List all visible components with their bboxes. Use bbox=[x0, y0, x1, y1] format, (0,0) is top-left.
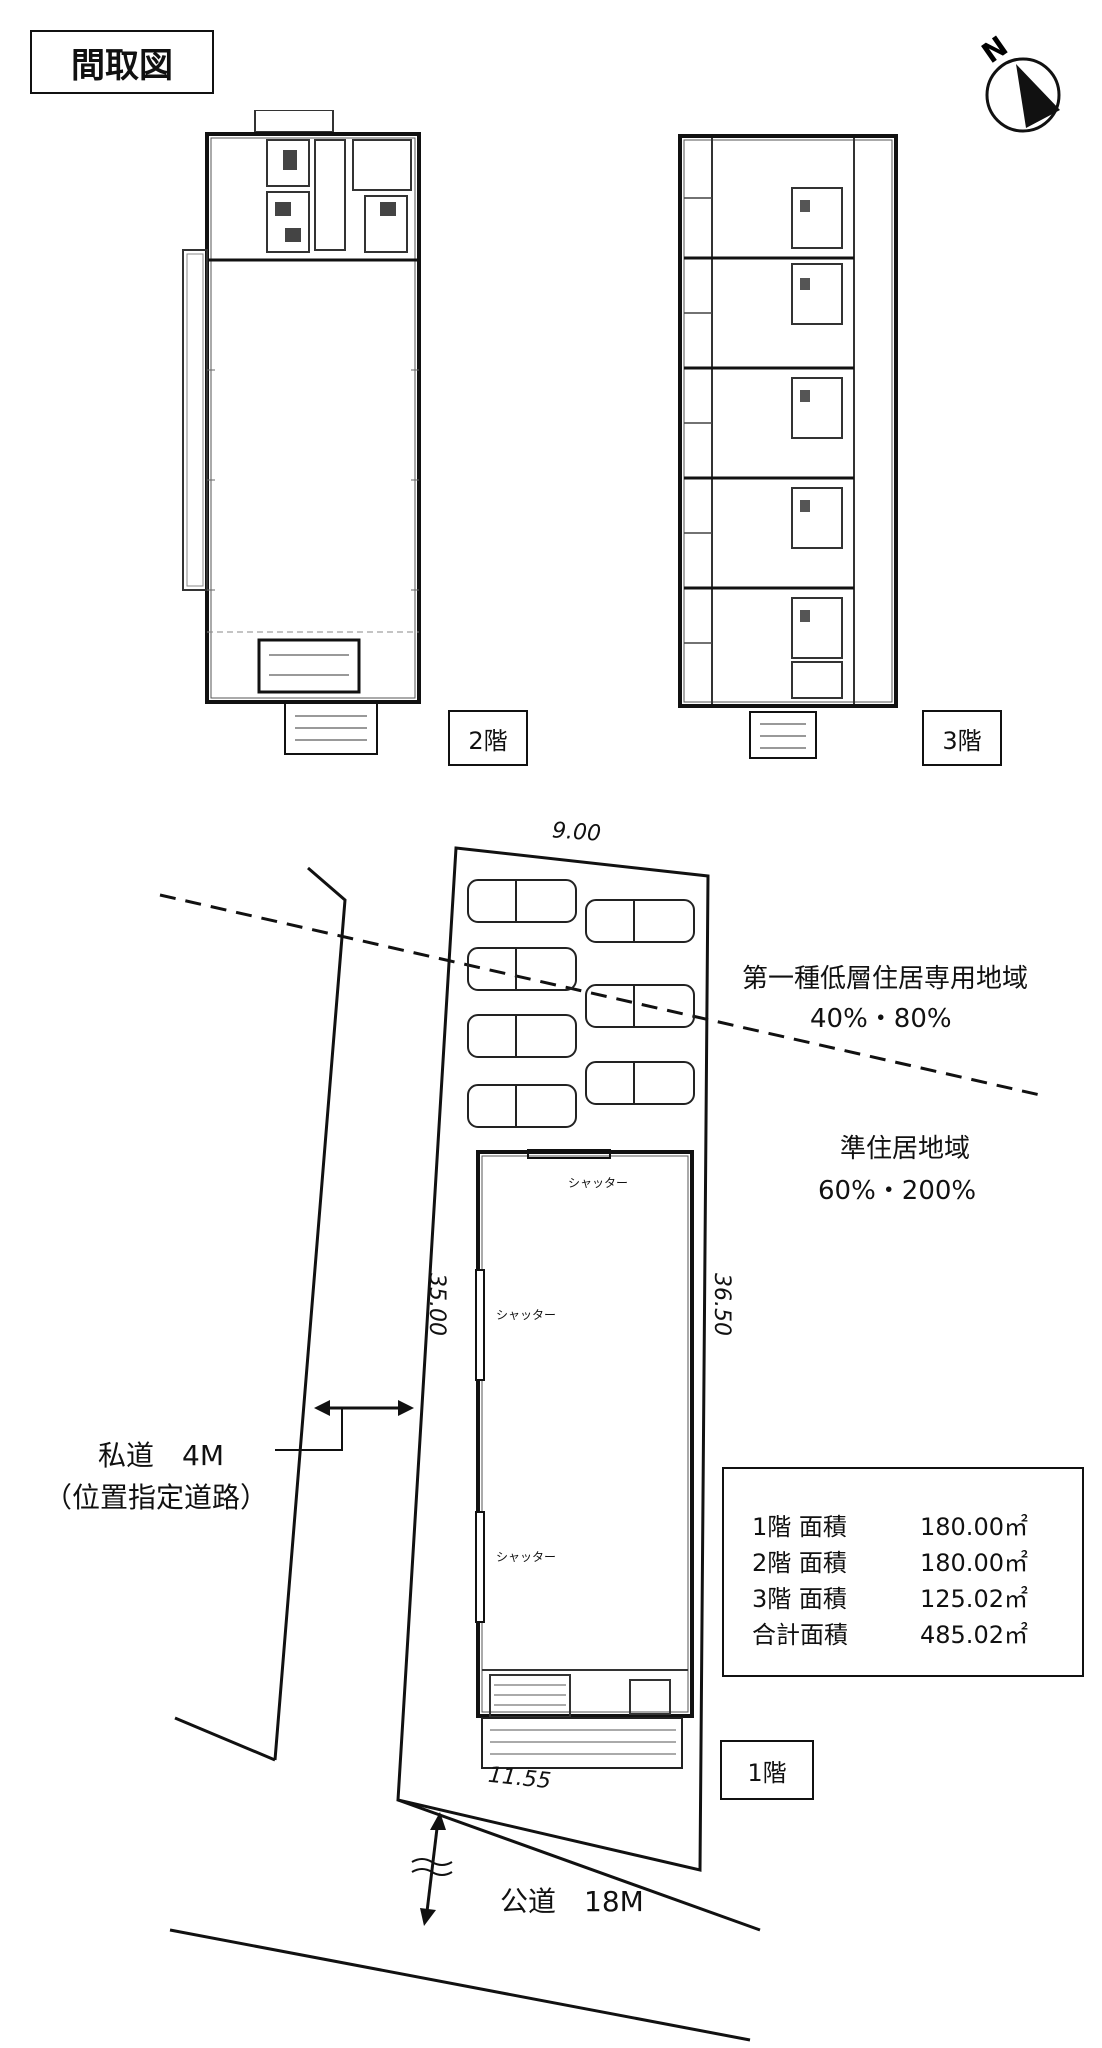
private-road-note: （位置指定道路） bbox=[44, 1481, 269, 1514]
page-title: 間取図 bbox=[30, 30, 214, 94]
area-row: 1階 面積 180.00㎡ bbox=[752, 1507, 1028, 1542]
zone-1-ratio: 40%・80% bbox=[810, 1004, 952, 1034]
area-row: 3階 面積 125.02㎡ bbox=[752, 1579, 1028, 1614]
area-table: 1階 面積 180.00㎡ 2階 面積 180.00㎡ 3階 面積 125.02… bbox=[722, 1467, 1084, 1677]
area-row-label: 3階 面積 bbox=[752, 1585, 847, 1613]
floor-3-label: 3階 bbox=[922, 710, 1002, 766]
area-row-label: 1階 面積 bbox=[752, 1513, 847, 1541]
area-row-value: 180.00㎡ bbox=[920, 1549, 1028, 1577]
dim-left: 35.00 bbox=[423, 1273, 449, 1336]
area-row-value: 485.02㎡ bbox=[920, 1621, 1028, 1649]
floor-1-label: 1階 bbox=[720, 1740, 814, 1800]
shutter-label-bottom: シャッター bbox=[496, 1550, 557, 1564]
floor-3-plan bbox=[678, 134, 898, 759]
floor-2-label: 2階 bbox=[448, 710, 528, 766]
dim-top: 9.00 bbox=[551, 818, 602, 847]
public-road-label: 公道 18M bbox=[500, 1885, 644, 1918]
shutter-label-top: シャッター bbox=[568, 1176, 629, 1190]
area-row-label: 2階 面積 bbox=[752, 1549, 847, 1577]
zone-2-name: 準住居地域 bbox=[840, 1134, 971, 1164]
floor-2-plan bbox=[182, 110, 421, 755]
private-road-label: 私道 4M bbox=[98, 1439, 224, 1472]
area-row: 2階 面積 180.00㎡ bbox=[752, 1543, 1028, 1578]
north-arrow-icon: N bbox=[976, 30, 1061, 133]
zone-1-name: 第一種低層住居専用地域 bbox=[742, 964, 1029, 994]
area-row-label: 合計面積 bbox=[752, 1621, 848, 1649]
shutter-label-mid: シャッター bbox=[496, 1308, 557, 1322]
dim-right: 36.50 bbox=[708, 1273, 734, 1336]
area-row-value: 125.02㎡ bbox=[920, 1585, 1028, 1613]
zone-2-ratio: 60%・200% bbox=[818, 1176, 977, 1206]
area-row: 合計面積 485.02㎡ bbox=[752, 1615, 1028, 1650]
area-row-value: 180.00㎡ bbox=[920, 1513, 1028, 1541]
